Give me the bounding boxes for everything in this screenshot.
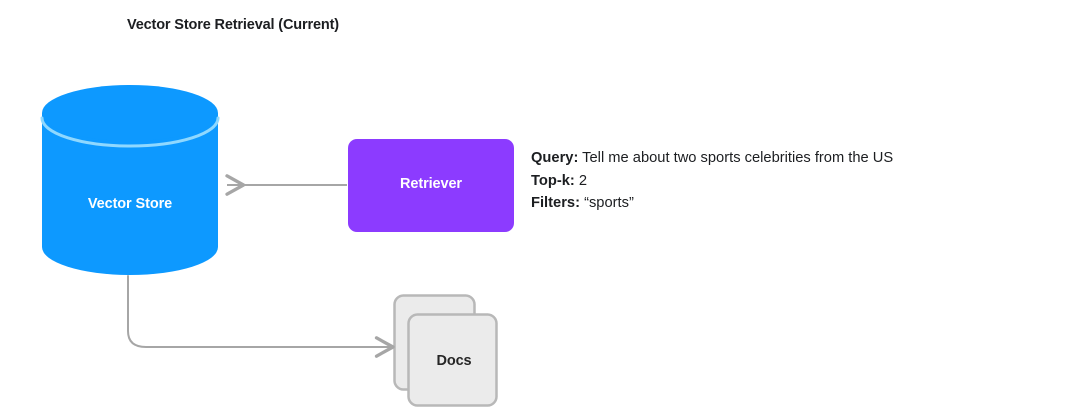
vector-store-node[interactable] xyxy=(40,85,220,275)
cylinder-rim-highlight xyxy=(40,116,220,148)
annotation-line-filters: Filters: “sports” xyxy=(531,192,893,215)
docs-front-sheet xyxy=(407,313,498,407)
vector-store-label: Vector Store xyxy=(87,196,173,212)
annotation-value-filters: “sports” xyxy=(584,195,634,211)
edge-vector-store-to-docs xyxy=(127,275,395,358)
query-annotation: Query: Tell me about two sports celebrit… xyxy=(531,147,893,215)
annotation-key-topk: Top-k: xyxy=(531,172,575,189)
page-title: Vector Store Retrieval (Current) xyxy=(127,17,339,33)
annotation-value-query: Tell me about two sports celebrities fro… xyxy=(582,150,894,166)
docs-label: Docs xyxy=(436,353,472,369)
edge-path xyxy=(127,275,395,358)
retriever-box xyxy=(348,139,514,232)
annotation-value-topk: 2 xyxy=(578,172,588,189)
annotation-key-query: Query: xyxy=(531,150,579,166)
annotation-key-filters: Filters: xyxy=(531,195,580,211)
docs-node[interactable] xyxy=(393,294,498,407)
annotation-line-topk: Top-k: 2 xyxy=(531,170,893,193)
cylinder-top-cap xyxy=(42,85,218,141)
retriever-node[interactable] xyxy=(348,139,514,232)
annotation-line-query: Query: Tell me about two sports celebrit… xyxy=(531,147,893,170)
cylinder-body xyxy=(42,113,218,275)
retriever-label: Retriever xyxy=(400,176,462,192)
